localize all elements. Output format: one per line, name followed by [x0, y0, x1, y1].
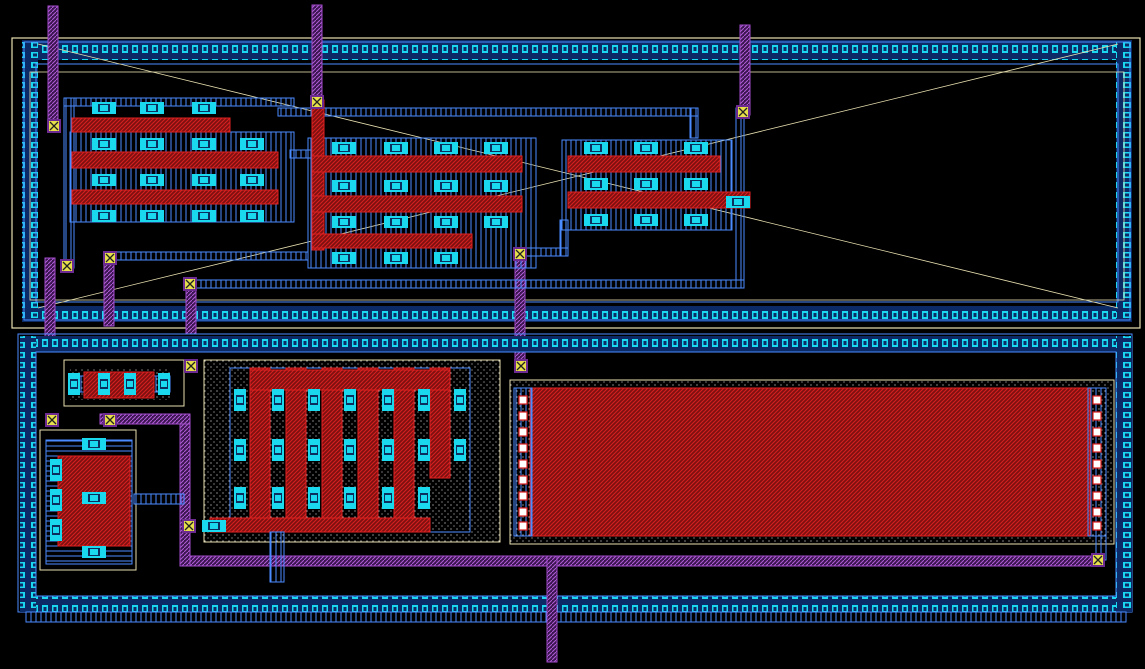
top-cell[interactable]	[11, 4, 1141, 366]
poly-resistor-large[interactable]	[509, 379, 1115, 561]
top-guard-ring	[22, 40, 1132, 322]
top-cell-boundary	[11, 37, 1141, 329]
resistor-contacts	[518, 395, 1102, 531]
transistor-array-left[interactable]	[69, 102, 295, 223]
transistor-array-bottom[interactable]	[202, 359, 501, 583]
transistor-array-right[interactable]	[561, 139, 751, 231]
transistor-array-mid[interactable]	[307, 99, 537, 269]
poly-fingers	[209, 367, 451, 533]
small-device[interactable]	[63, 359, 185, 407]
resistor-stack[interactable]	[39, 429, 185, 571]
bottom-cell[interactable]	[17, 333, 1133, 663]
